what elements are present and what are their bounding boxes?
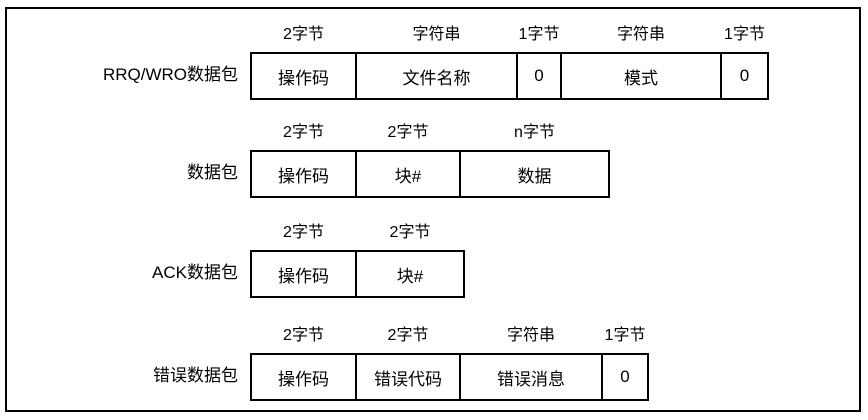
packet-field-size-label: 2字节: [389, 224, 431, 241]
packet-field-cell: 1字节 0: [603, 327, 647, 399]
packet-row-label: ACK数据包: [152, 263, 238, 282]
packet-field-name: 模式: [624, 68, 658, 88]
packet-field-size-label: 1字节: [724, 26, 765, 43]
packet-field-cell: 2字节操作码: [252, 124, 357, 196]
packet-field-name: 错误代码: [374, 369, 442, 389]
packet-field-size-label: 2字节: [387, 327, 429, 344]
packet-field-cell: 2字节操作码: [252, 224, 357, 296]
packet-field-name: 0: [534, 66, 544, 85]
packet-field-name: 0: [739, 66, 750, 85]
packet-field-size-label: 字符串: [506, 327, 555, 344]
packet-field-name: 数据: [517, 166, 552, 186]
packet-field-cell: 字符串错误消息: [461, 327, 603, 399]
outer-border-frame: [5, 7, 861, 412]
packet-field-name: 操作码: [278, 369, 329, 389]
packet-field-name: 文件名称: [402, 68, 471, 88]
packet-row-label: RRQ/WRO数据包: [102, 65, 238, 84]
packet-field-cell: 字符串文件名称: [357, 26, 518, 98]
packet-field-name: 块#: [394, 166, 422, 186]
packet-field-name: 块#: [396, 266, 424, 286]
packet-field-cell: 1字节 0: [722, 26, 767, 98]
packet-field-name: 操作码: [278, 266, 329, 286]
packet-field-cell: 2字节操作码: [252, 327, 357, 399]
packet-field-size-label: 2字节: [283, 327, 324, 344]
packet-field-name: 操作码: [278, 166, 329, 186]
packet-field-cell: 1字节 0: [518, 26, 562, 98]
packet-field-size-label: n字节: [514, 124, 555, 141]
packet-field-name: 操作码: [278, 68, 329, 88]
packet-field-cell: 2字节块#: [357, 124, 461, 196]
packet-field-cell: 2字节错误代码: [357, 327, 461, 399]
packet-field-size-label: 2字节: [283, 224, 324, 241]
packet-row-label: 错误数据包: [153, 366, 238, 385]
packet-field-cell: 2字节块#: [357, 224, 463, 296]
packet-field-size-label: 2字节: [283, 26, 324, 43]
packet-field-size-label: 1字节: [604, 327, 646, 344]
packet-field-size-label: 2字节: [283, 124, 324, 141]
packet-field-size-label: 1字节: [518, 26, 560, 43]
packet-field-size-label: 2字节: [387, 124, 429, 141]
packet-field-name: 0: [620, 367, 630, 386]
packet-field-cell: 字符串模式: [562, 26, 722, 98]
packet-field-cell: n字节数据: [461, 124, 608, 196]
packet-field-name: 错误消息: [497, 369, 565, 389]
packet-row-label: 数据包: [187, 163, 238, 182]
packet-field-size-label: 字符串: [412, 26, 461, 43]
packet-field-cell: 2字节操作码: [252, 26, 357, 98]
packet-field-size-label: 字符串: [616, 26, 665, 43]
